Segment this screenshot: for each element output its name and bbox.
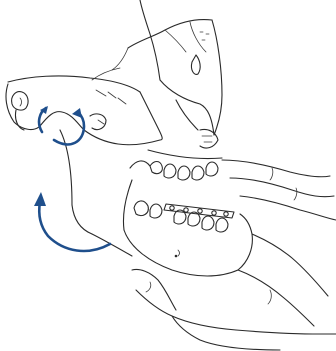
upper-teeth xyxy=(130,150,222,180)
mandible-rotation-arrow xyxy=(39,202,110,251)
tmj-condyle xyxy=(12,92,106,130)
arrows xyxy=(34,106,110,251)
skull-orbit-zygoma xyxy=(160,80,218,148)
arrowhead-icon xyxy=(34,192,46,206)
hand-upper xyxy=(222,160,336,220)
skull-cranium xyxy=(112,0,222,135)
arrowhead-icon xyxy=(72,108,82,118)
hand-lower xyxy=(132,234,336,350)
